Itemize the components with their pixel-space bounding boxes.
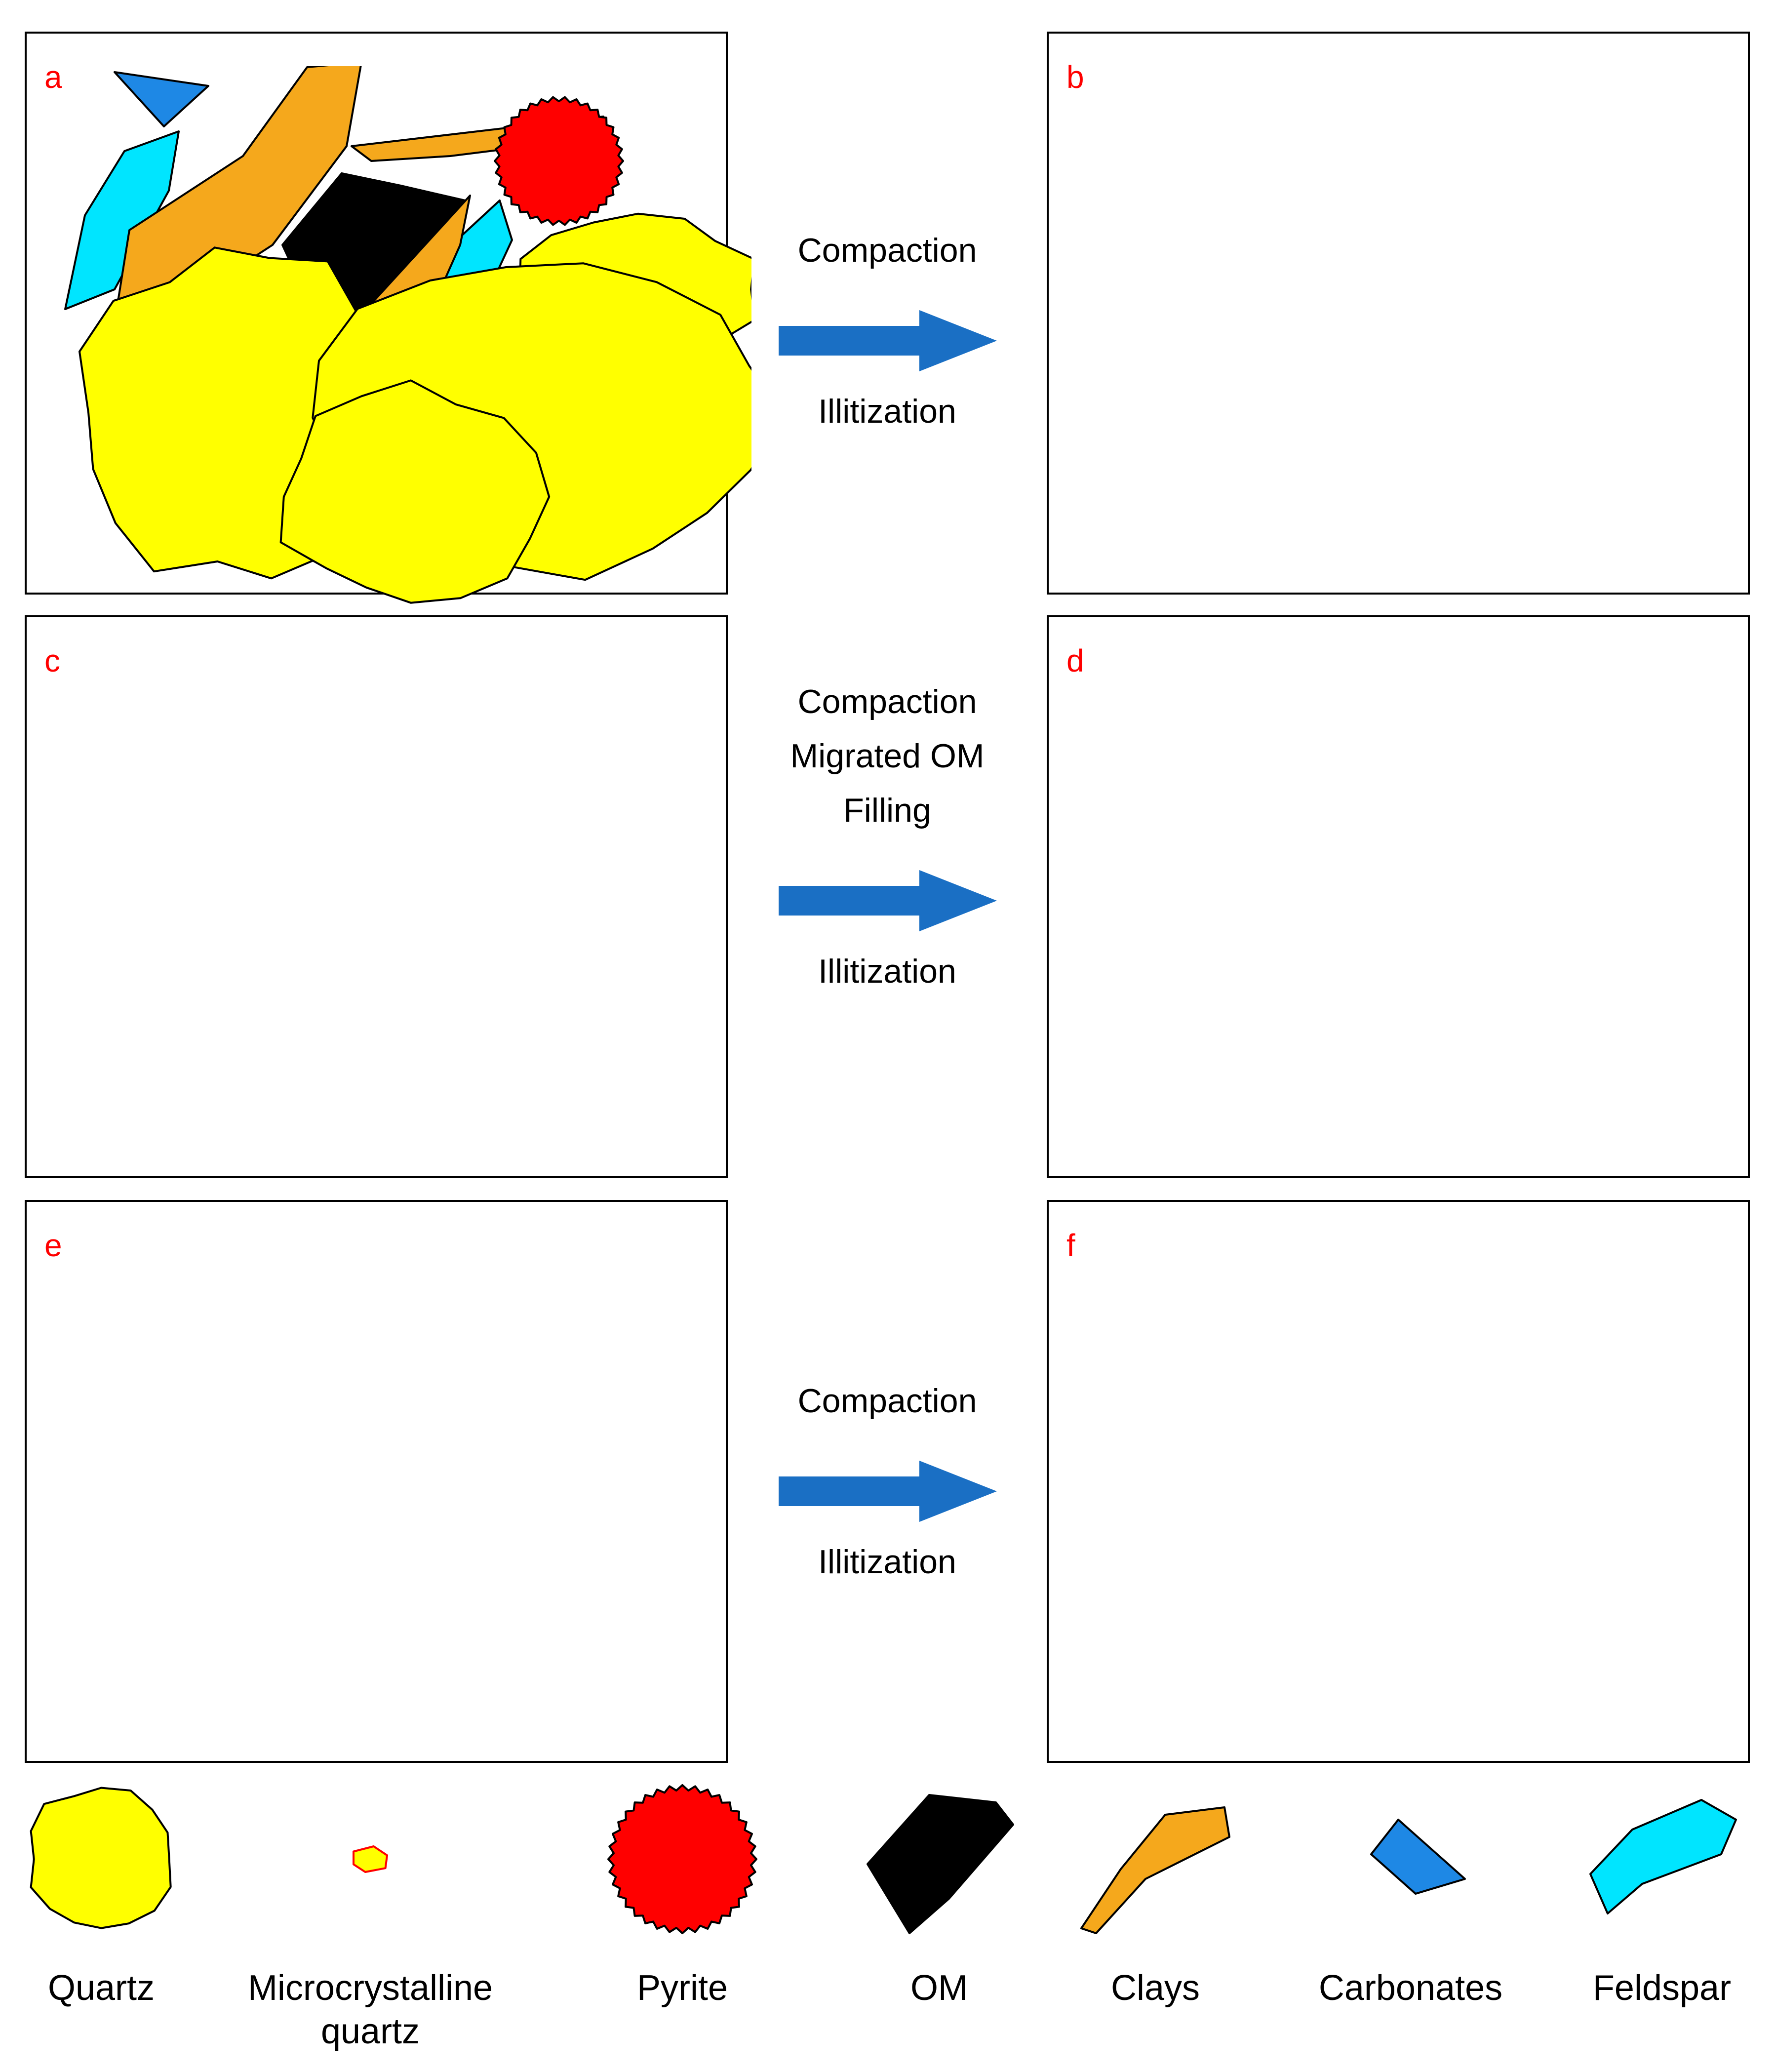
legend-item: Quartz (30, 1787, 172, 2008)
pyrite-grain (494, 96, 624, 226)
process-label: Illitization (818, 953, 956, 990)
om-grain-icon (867, 1794, 1014, 1934)
process-label: Migrated OM (790, 737, 985, 775)
process-label: Compaction (798, 683, 977, 720)
legend-item: Clays (1080, 1806, 1230, 2008)
panel-letter: b (1066, 59, 1084, 95)
legend-item: Pyrite (607, 1784, 757, 2008)
process-label: Compaction (798, 232, 977, 269)
panel-frame (1047, 1200, 1750, 1763)
panel-frame (1047, 615, 1750, 1178)
clay-grain-icon (1080, 1806, 1230, 1934)
microcrystalline-quartz-icon (353, 1845, 388, 1873)
process-label: Illitization (818, 393, 956, 430)
panel-letter: a (44, 59, 62, 95)
legend-label: Pyrite (637, 1968, 728, 2008)
panel-letter: c (44, 643, 60, 678)
panel-a: a (25, 32, 751, 604)
legend-label: Microcrystalline (248, 1968, 493, 2008)
right-arrow-icon (779, 1461, 997, 1522)
legend-label: Feldspar (1593, 1968, 1731, 2008)
pyrite-grain-icon (607, 1784, 757, 1934)
panel-frame (25, 615, 728, 1178)
panel-c: c (25, 615, 728, 1178)
legend-item: OM (867, 1794, 1014, 2008)
panel-frame (25, 1200, 728, 1763)
legend-item: Carbonates (1319, 1819, 1502, 2008)
legend-item: Feldspar (1589, 1799, 1737, 2008)
legend-label: Clays (1111, 1968, 1200, 2008)
legend-label: Carbonates (1319, 1968, 1502, 2008)
process-label: Illitization (818, 1543, 956, 1581)
panel-b: b (1047, 32, 1750, 595)
legend-label: OM (910, 1968, 968, 2008)
process-label: Filling (843, 792, 931, 829)
panel-grains (64, 66, 751, 604)
legend: Quartz Microcrystalline quartz Pyrite OM Clay… (30, 1784, 1737, 2051)
panel-f: f (1047, 1200, 1750, 1763)
carbonate-grain (114, 71, 209, 127)
feldspar-grain (64, 130, 180, 310)
panel-letter: d (1066, 643, 1084, 678)
legend-label: Quartz (48, 1968, 155, 2008)
panels-layer: a b c d e f (25, 32, 1750, 1763)
legend-label: quartz (321, 2012, 420, 2051)
legend-item: Microcrystalline quartz (248, 1845, 493, 2051)
panel-d: d (1047, 615, 1750, 1178)
panel-letter: f (1066, 1228, 1075, 1263)
right-arrow-icon (779, 310, 997, 371)
panel-letter: e (44, 1228, 62, 1263)
quartz-grain (279, 379, 551, 604)
right-arrow-icon (779, 870, 997, 931)
process-label: Compaction (798, 1382, 977, 1420)
panel-frame (1047, 32, 1750, 595)
feldspar-grain-icon (1589, 1799, 1737, 1914)
carbonate-grain-icon (1370, 1819, 1466, 1895)
transitions-layer: CompactionIllitizationCompactionMigrated… (779, 232, 997, 1581)
quartz-grain-icon (30, 1787, 172, 1929)
panel-e: e (25, 1200, 728, 1763)
